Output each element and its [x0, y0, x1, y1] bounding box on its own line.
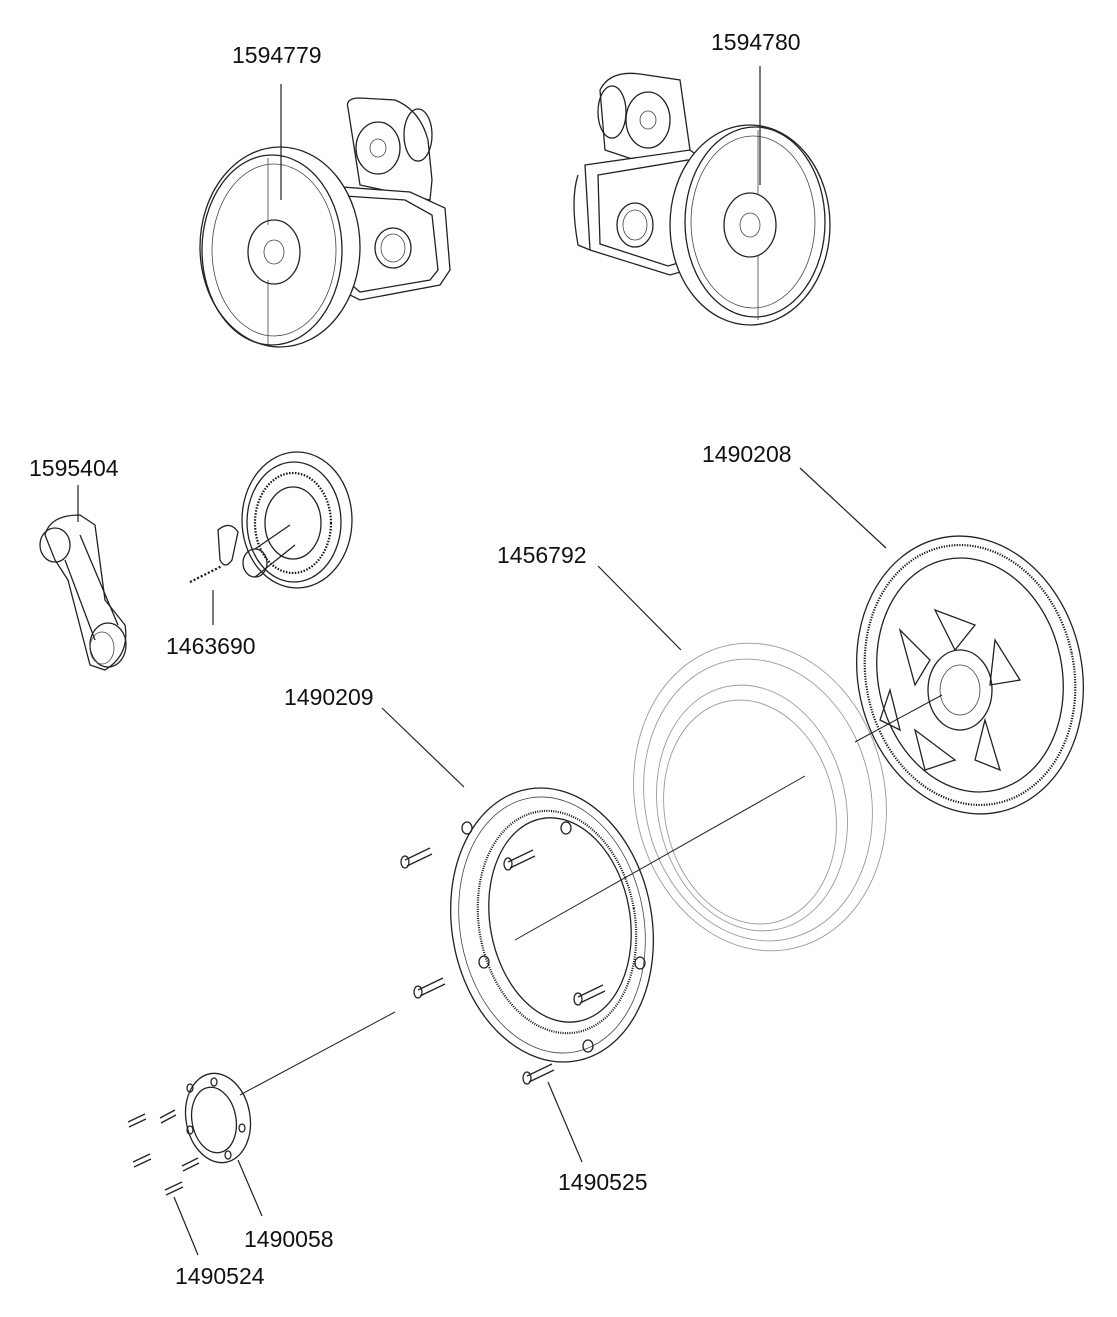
label-1595404: 1595404	[29, 455, 119, 481]
wheel-assembly-1594779	[199, 97, 451, 348]
hub-assembly-1463690	[189, 451, 353, 589]
screws-1490525	[400, 847, 606, 1085]
wheel-assembly-1594780	[573, 72, 831, 326]
label-1594780: 1594780	[711, 29, 801, 55]
flange-1490058	[184, 1072, 252, 1164]
part-labels: 1594779 1594780 1595404 1463690 1490208 …	[29, 29, 801, 1289]
screws-1490524	[127, 1109, 200, 1196]
label-1594779: 1594779	[232, 42, 322, 68]
label-1463690: 1463690	[166, 633, 256, 659]
ring-1490209	[449, 787, 655, 1063]
assembly-axis-lines	[239, 694, 943, 1096]
tire-1456792	[633, 642, 887, 952]
leader-lines	[77, 66, 887, 1256]
label-1456792: 1456792	[497, 542, 587, 568]
label-1490209: 1490209	[284, 684, 374, 710]
label-1490525: 1490525	[558, 1169, 648, 1195]
label-1490524: 1490524	[175, 1263, 265, 1289]
label-1490058: 1490058	[244, 1226, 334, 1252]
brake-lever-1595404	[39, 514, 127, 671]
rim-disk-1490208	[855, 535, 1085, 815]
label-1490208: 1490208	[702, 441, 792, 467]
